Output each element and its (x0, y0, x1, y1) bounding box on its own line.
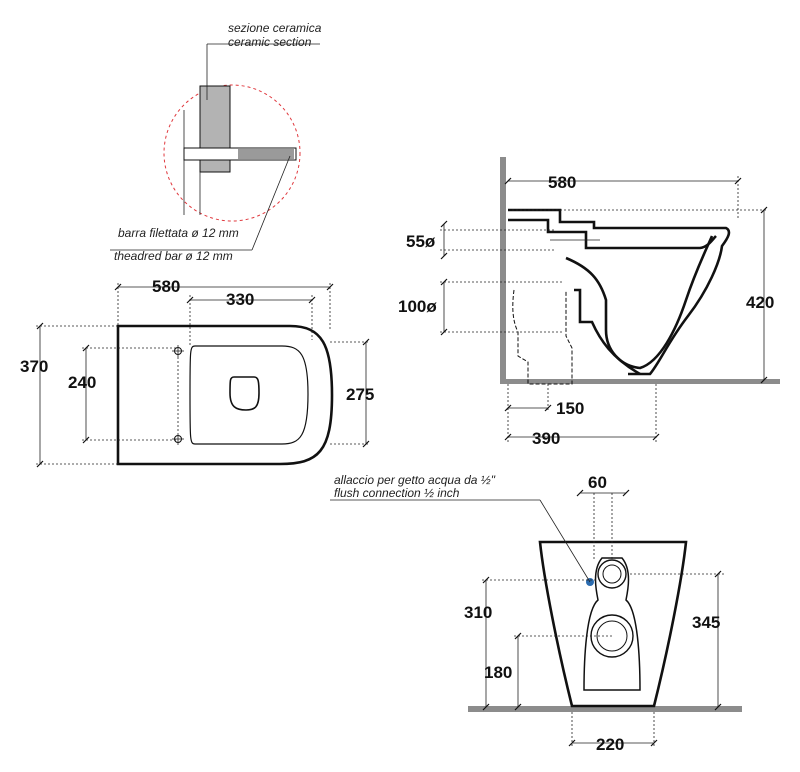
dim-top-275: 275 (346, 385, 374, 404)
flush-label-it: allaccio per getto acqua da ½" (334, 473, 496, 487)
dimension-tick (482, 703, 490, 711)
trap (565, 235, 714, 370)
dim-top-370: 370 (20, 357, 48, 376)
dimension-tick (440, 278, 448, 286)
waste-outlet-inner (596, 620, 628, 652)
dimension-tick (186, 296, 194, 304)
bar-label-en: theadred bar ø 12 mm (114, 249, 233, 263)
dimension-tick (362, 338, 370, 346)
dim-side-390: 390 (532, 429, 560, 448)
dimension-tick (714, 703, 722, 711)
flush-label-en: flush connection ½ inch (334, 486, 460, 500)
dimension-tick (440, 252, 448, 260)
dim-side-100: 100ø (398, 297, 437, 316)
dimension-tick (622, 489, 630, 497)
dimension-tick (440, 328, 448, 336)
dimension-tick (36, 460, 44, 468)
dim-back-180: 180 (484, 663, 512, 682)
dimension-tick (482, 576, 490, 584)
bowl-opening (229, 376, 260, 411)
dimension-tick (504, 404, 512, 412)
trap-outer (574, 288, 641, 376)
ceramic-hatch (238, 149, 294, 159)
detail-circle (163, 84, 301, 222)
dimension-tick (652, 433, 660, 441)
dimension-tick (362, 440, 370, 448)
dimension-tick (576, 489, 584, 497)
bar-leader (251, 155, 291, 251)
dim-side-420: 420 (746, 293, 774, 312)
dim-back-60: 60 (588, 473, 607, 492)
side-view: 580 55ø 100ø 420 150 390 (398, 157, 780, 448)
dim-top-580: 580 (152, 277, 180, 296)
dimension-tick (82, 344, 90, 352)
wall-section-lower (199, 159, 231, 173)
dimension-tick (760, 376, 768, 384)
outlet-pipe (512, 289, 573, 385)
fixing-hole-bottom (172, 433, 184, 445)
wall-side (500, 157, 506, 384)
dim-top-330: 330 (226, 290, 254, 309)
bowl-outline (116, 324, 334, 466)
dimension-tick (544, 404, 552, 412)
dimension-tick (82, 436, 90, 444)
dimension-tick (734, 177, 742, 185)
top-view: 580 330 370 240 275 (20, 277, 374, 468)
back-body (538, 540, 688, 708)
section-label-it: sezione ceramica (228, 21, 322, 35)
dimension-tick (114, 283, 122, 291)
dim-back-220: 220 (596, 735, 624, 754)
dimension-tick (504, 433, 512, 441)
dimension-tick (440, 220, 448, 228)
dim-side-150: 150 (556, 399, 584, 418)
dimension-tick (504, 177, 512, 185)
back-opening (583, 557, 641, 691)
section-label-en: ceramic section (228, 35, 312, 49)
fixing-hole-top (172, 345, 184, 357)
dim-top-240: 240 (68, 373, 96, 392)
flush-leader (539, 499, 591, 583)
dimension-tick (308, 296, 316, 304)
dimension-tick (714, 570, 722, 578)
bar-label-it: barra filettata ø 12 mm (118, 226, 239, 240)
dimension-tick (36, 322, 44, 330)
wall-section (199, 85, 231, 149)
dimension-tick (514, 703, 522, 711)
ceramic-body-top (508, 208, 731, 376)
dimension-tick (760, 206, 768, 214)
ceramic-body-inner (508, 218, 717, 250)
dim-back-310: 310 (464, 603, 492, 622)
dimension-tick (326, 283, 334, 291)
flush-inlet-inner (602, 564, 622, 584)
floor-back (468, 706, 742, 712)
section-detail: sezione ceramica ceramic section barra f… (110, 21, 322, 263)
floor-side (500, 379, 780, 384)
dim-back-345: 345 (692, 613, 720, 632)
dim-side-55: 55ø (406, 232, 436, 251)
dimension-tick (568, 739, 576, 747)
dim-side-580: 580 (548, 173, 576, 192)
flush-inlet (597, 559, 627, 589)
back-view: allaccio per getto acqua da ½" flush con… (330, 473, 742, 754)
dimension-tick (650, 739, 658, 747)
dimension-tick (514, 632, 522, 640)
seat-outline (189, 345, 309, 445)
